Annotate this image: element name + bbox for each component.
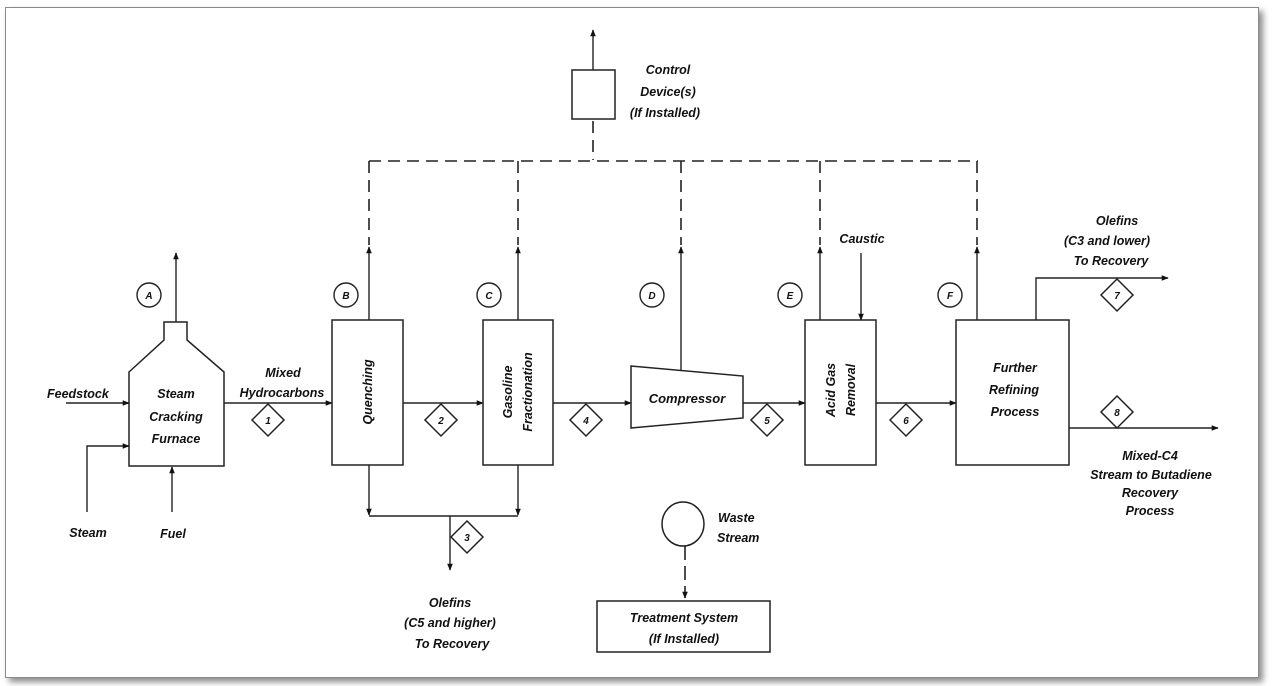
stream-7-label-3: To Recovery xyxy=(1074,254,1150,268)
waste-label-2: Stream xyxy=(717,531,759,545)
control-device: Control Device(s) (If Installed) xyxy=(571,29,700,120)
waste-stream-circle xyxy=(661,501,705,547)
tag-c: C xyxy=(476,282,502,308)
acid-gas-label-1: Acid Gas xyxy=(824,363,838,418)
stream-8-label-2: Stream to Butadiene xyxy=(1090,468,1212,482)
svg-text:3: 3 xyxy=(464,533,470,544)
svg-text:1: 1 xyxy=(265,416,271,427)
acid-gas-box xyxy=(804,319,877,466)
further-refining-box xyxy=(955,319,1070,466)
compressor-unit: Compressor xyxy=(630,365,744,429)
steam-label: Steam xyxy=(69,526,107,540)
svg-text:8: 8 xyxy=(1114,408,1120,419)
furnace-label-3: Furnace xyxy=(152,432,201,446)
svg-text:5: 5 xyxy=(764,416,770,427)
control-device-label-3: (If Installed) xyxy=(630,106,700,120)
vent-header xyxy=(368,121,978,245)
quenching-label: Quenching xyxy=(361,359,375,425)
further-label-3: Process xyxy=(991,405,1040,419)
control-device-label-1: Control xyxy=(646,63,691,77)
stream-5-marker: 5 xyxy=(749,402,785,438)
stream-6-marker: 6 xyxy=(888,402,924,438)
quenching-unit: Quenching xyxy=(331,319,404,466)
svg-text:7: 7 xyxy=(1114,291,1120,302)
gasoline-label-1: Gasoline xyxy=(501,366,515,419)
tag-f: F xyxy=(937,282,963,308)
compressor-label: Compressor xyxy=(649,391,727,406)
gasoline-fractionation-unit: Gasoline Fractionation xyxy=(482,319,554,466)
steam-arrow xyxy=(86,443,130,512)
treatment-system-box xyxy=(596,600,771,653)
caustic-label: Caustic xyxy=(839,232,884,246)
gasoline-label-2: Fractionation xyxy=(521,352,535,432)
tag-b: B xyxy=(333,282,359,308)
feedstock-label: Feedstock xyxy=(47,387,110,401)
stream-3-label-2: (C5 and higher) xyxy=(404,616,496,630)
stream-8-label-1: Mixed-C4 xyxy=(1122,449,1178,463)
treatment-label-1: Treatment System xyxy=(630,611,738,625)
svg-text:A: A xyxy=(144,291,152,302)
svg-text:4: 4 xyxy=(582,416,589,427)
svg-text:C: C xyxy=(485,291,493,302)
treatment-label-2: (If Installed) xyxy=(649,632,719,646)
svg-text:2: 2 xyxy=(437,416,444,427)
stream-8-label-3: Recovery xyxy=(1122,486,1179,500)
stream-3-label-1: Olefins xyxy=(429,596,471,610)
stream-7-label-2: (C3 and lower) xyxy=(1064,234,1150,248)
control-device-label-2: Device(s) xyxy=(640,85,696,99)
acid-gas-label-2: Removal xyxy=(844,363,858,416)
control-device-box xyxy=(571,69,616,120)
svg-text:F: F xyxy=(947,291,954,302)
tag-d: D xyxy=(639,282,665,308)
stream-7-label-1: Olefins xyxy=(1096,214,1138,228)
further-label-2: Refining xyxy=(989,383,1039,397)
quenching-box xyxy=(331,319,404,466)
waste-label-1: Waste xyxy=(718,511,755,525)
stream-2-marker: 2 xyxy=(423,402,459,438)
tag-a: A xyxy=(136,282,162,308)
waste-stream: Waste Stream xyxy=(661,501,759,547)
further-refining-unit: Further Refining Process xyxy=(955,319,1070,466)
acid-gas-removal-unit: Acid Gas Removal xyxy=(804,319,877,466)
treatment-system: Treatment System (If Installed) xyxy=(596,600,771,653)
fuel-label: Fuel xyxy=(160,527,186,541)
steam-cracking-furnace: Steam Cracking Furnace xyxy=(128,321,225,467)
stream-3-label-3: To Recovery xyxy=(415,637,491,651)
stream-4-marker: 4 xyxy=(568,402,604,438)
stream-1-marker: 1 xyxy=(250,402,286,438)
stream-8-marker: 8 xyxy=(1099,394,1135,430)
stream-1-label-2: Hydrocarbons xyxy=(240,386,325,400)
stream-1-label-1: Mixed xyxy=(265,366,301,380)
svg-text:E: E xyxy=(787,291,794,302)
furnace-label-1: Steam xyxy=(157,387,195,401)
tag-e: E xyxy=(777,282,803,308)
furnace-shape xyxy=(128,321,225,467)
stream-8-label-4: Process xyxy=(1126,504,1175,518)
furnace-label-2: Cracking xyxy=(149,410,203,424)
svg-text:B: B xyxy=(342,291,349,302)
stream-7-marker: 7 xyxy=(1099,277,1135,313)
gasoline-fractionation-box xyxy=(482,319,554,466)
stream-3-marker: 3 xyxy=(449,519,485,555)
svg-text:D: D xyxy=(648,291,655,302)
stream-7-line xyxy=(1035,275,1169,320)
compressor-shape xyxy=(630,365,744,429)
further-label-1: Further xyxy=(993,361,1038,375)
svg-text:6: 6 xyxy=(903,416,909,427)
